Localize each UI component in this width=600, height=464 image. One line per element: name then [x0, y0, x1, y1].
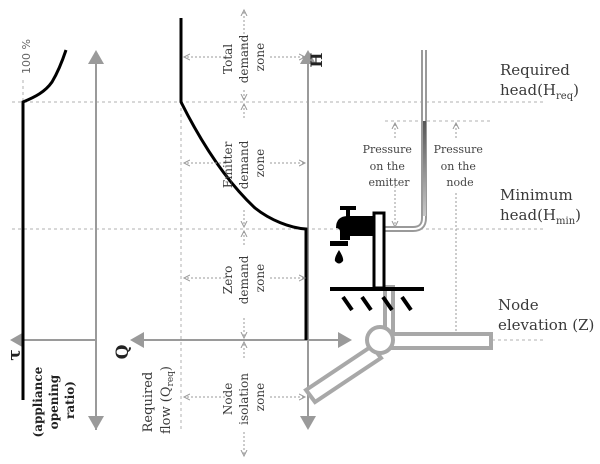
faucet-icon: [330, 206, 368, 246]
tau-axis-symbol: τ: [5, 349, 25, 360]
ground-icon: [330, 287, 424, 312]
zone-markers: [184, 10, 305, 456]
q-axis-symbol: Q: [113, 344, 133, 359]
minimum-head-label: Minimum head(Hmin): [500, 186, 581, 227]
tau-curve: [21, 49, 68, 400]
demand-curve: [179, 18, 308, 340]
water-drop-icon: [334, 250, 344, 264]
tau-axis-label: (appliance opening ratio): [31, 363, 77, 438]
node-elevation-label: Node elevation (Z): [498, 296, 594, 334]
tau-max-label: 100 %: [20, 39, 33, 74]
zone-label-zero: Zero demand zone: [221, 252, 267, 305]
pipe-junction-icon: [303, 285, 493, 405]
riser-pipe: [372, 211, 386, 290]
q-axis-label: Required flow (Qreq): [141, 366, 176, 434]
h-axis-symbol: H: [307, 52, 326, 67]
pressure-on-emitter-label: Pressure on the emitter: [363, 143, 416, 189]
piezometer-tube-icon: [385, 50, 427, 232]
required-head-label: Required head(Hreq): [500, 61, 579, 102]
riser-clamp: [368, 216, 374, 236]
zone-label-emitter: Emitter demand zone: [221, 137, 267, 190]
pressure-on-node-label: Pressure on the node: [434, 143, 487, 189]
zone-label-total: Total demand zone: [221, 31, 267, 84]
zone-label-isolation: Node isolation zone: [221, 369, 267, 425]
